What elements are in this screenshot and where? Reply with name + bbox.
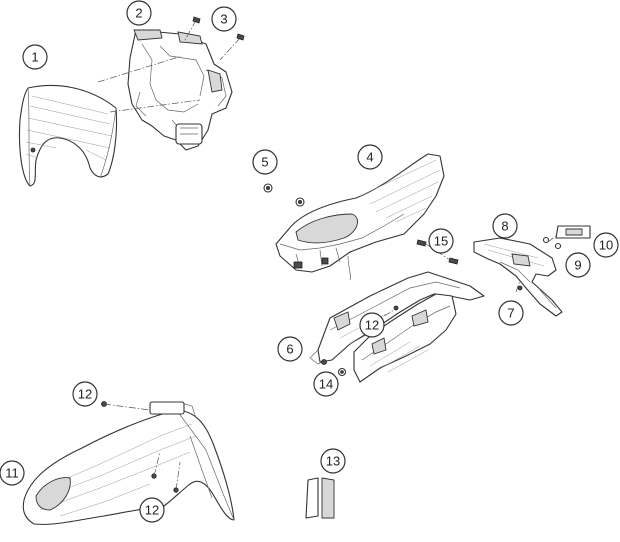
bracket-screw-top <box>183 16 201 43</box>
front-fender <box>22 401 235 525</box>
headlight-mask <box>18 84 118 187</box>
mask-to-bracket-leader-upper <box>97 55 183 83</box>
callout-8: 8 <box>492 213 518 239</box>
callout-label-4: 4 <box>366 150 373 165</box>
rear-tail-section <box>275 153 445 281</box>
callout-label-6: 6 <box>286 342 293 357</box>
washer-nut-upper <box>263 183 273 193</box>
fender-screw-upper-12 <box>101 401 151 411</box>
mask-to-bracket-leader-lower <box>109 99 201 113</box>
callout-label-5: 5 <box>261 155 268 170</box>
callout-label-7: 7 <box>507 306 514 321</box>
callout-label-14: 14 <box>319 377 333 392</box>
callout-label-13: 13 <box>326 454 340 469</box>
callout-label-3: 3 <box>220 12 227 27</box>
panel-screw-left <box>321 359 327 365</box>
callout-label-8: 8 <box>501 219 508 234</box>
callout-label-12-fender-bottom: 12 <box>145 503 159 518</box>
callout-9: 9 <box>565 252 591 278</box>
bracket-screw-side <box>219 33 245 61</box>
callout-label-15: 15 <box>434 234 448 249</box>
callout-2: 2 <box>126 0 152 26</box>
panel-screw-14 <box>337 367 347 377</box>
callout-6: 6 <box>277 336 303 362</box>
rear-side-panel-right <box>353 293 457 383</box>
callout-12-side-panel: 12 <box>359 312 385 338</box>
callout-12-fender-bottom: 12 <box>139 497 165 523</box>
callout-13: 13 <box>320 448 346 474</box>
washer-nut-lower <box>295 197 305 207</box>
license-plate-screw-7 <box>515 279 523 293</box>
license-plate-holder <box>473 237 563 317</box>
fender-pads <box>305 477 335 519</box>
callout-label-12-side-panel: 12 <box>365 318 379 333</box>
panel-screw-12-mid <box>383 305 399 317</box>
callout-label-12-fender-top: 12 <box>78 387 92 402</box>
callout-15: 15 <box>428 228 454 254</box>
fender-screws-lower-12 <box>151 451 181 493</box>
headlight-bracket <box>127 29 233 151</box>
callout-label-11: 11 <box>5 466 19 481</box>
callout-5: 5 <box>252 149 278 175</box>
rear-reflector <box>555 225 591 239</box>
callout-label-2: 2 <box>135 6 142 21</box>
callout-label-9: 9 <box>574 258 581 273</box>
callout-14: 14 <box>313 371 339 397</box>
callout-12-fender-top: 12 <box>72 381 98 407</box>
reflector-nut-9 <box>542 235 562 250</box>
callout-label-10: 10 <box>599 238 613 253</box>
callout-11: 11 <box>0 460 25 486</box>
callout-4: 4 <box>357 144 383 170</box>
callout-7: 7 <box>498 300 524 326</box>
callout-1: 1 <box>22 44 48 70</box>
callout-label-1: 1 <box>31 50 38 65</box>
callout-3: 3 <box>211 6 237 32</box>
callout-10: 10 <box>593 232 619 258</box>
